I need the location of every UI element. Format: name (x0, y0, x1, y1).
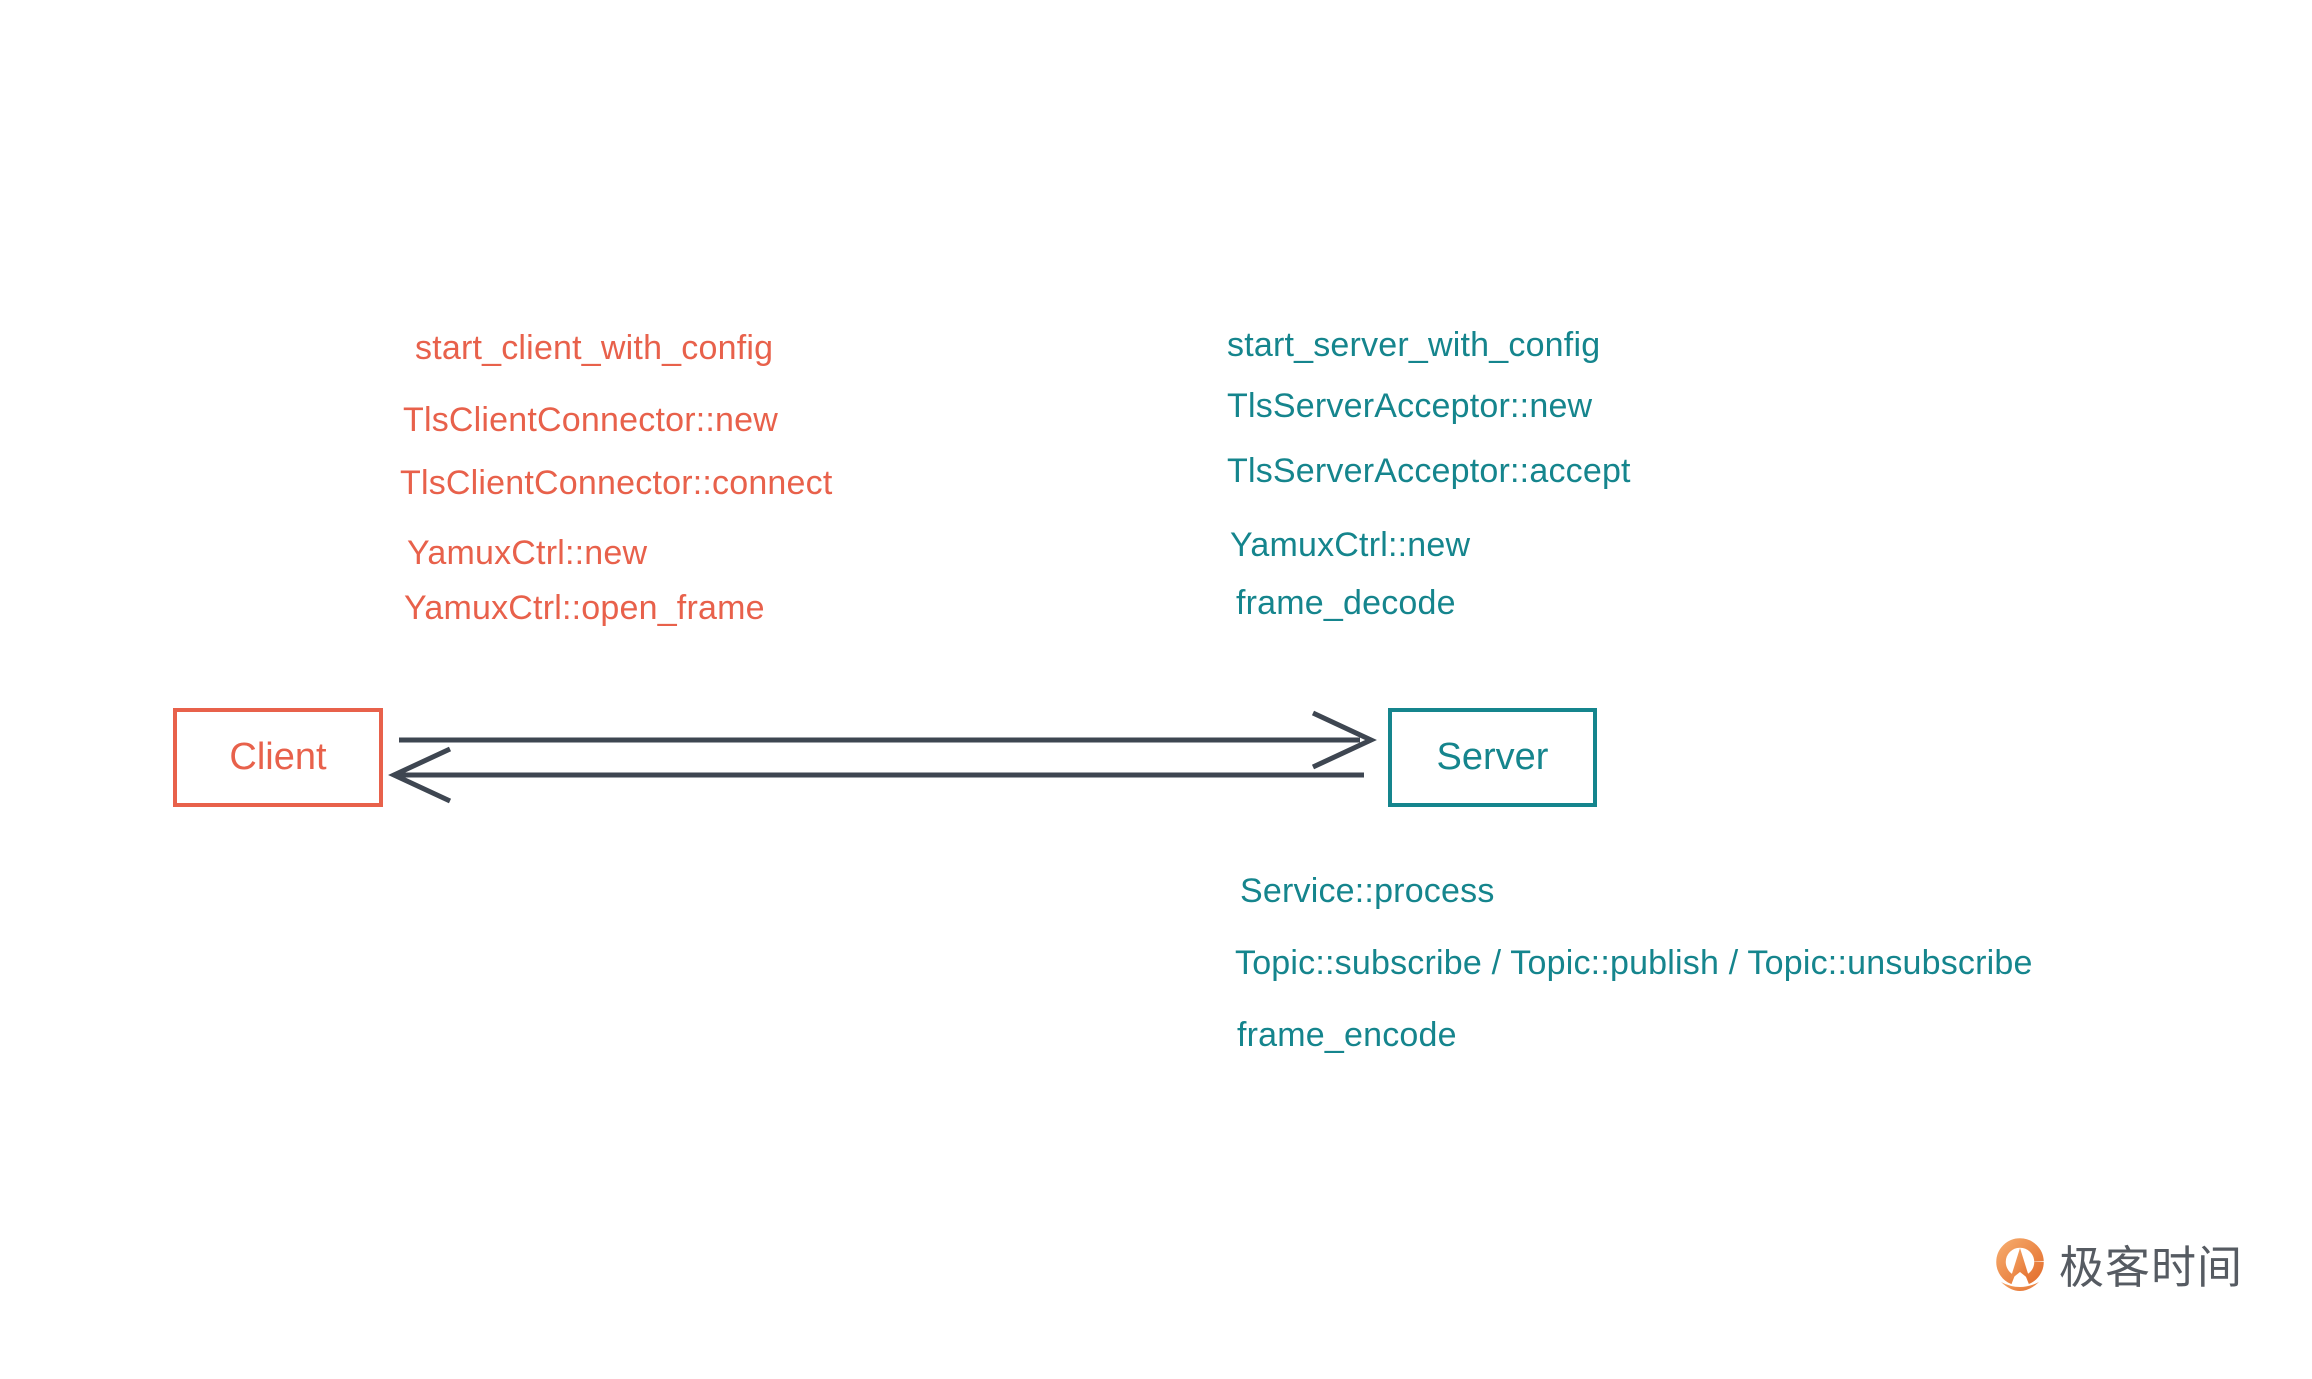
client-box: Client (173, 708, 383, 807)
server-call-label: YamuxCtrl::new (1230, 526, 1471, 564)
server-box-label: Server (1436, 736, 1549, 778)
client-call-label: YamuxCtrl::new (407, 534, 648, 572)
client-call-label: start_client_with_config (415, 329, 774, 367)
client-call-label: TlsClientConnector::connect (400, 464, 833, 502)
client-call-label: TlsClientConnector::new (403, 401, 778, 439)
logo-needle (2010, 1248, 2030, 1280)
geektime-logo-icon (1996, 1238, 2044, 1291)
server-call-label: TlsServerAcceptor::new (1227, 387, 1593, 425)
server-call-label: start_server_with_config (1227, 326, 1601, 364)
arrowhead-left-icon (388, 746, 452, 804)
server-call-label: frame_decode (1236, 584, 1456, 622)
geektime-logo-text: 极客时间 (2059, 1241, 2244, 1293)
client-box-label: Client (229, 736, 327, 778)
logo-ring (1996, 1238, 2044, 1286)
server-call-label: Service::process (1240, 872, 1495, 910)
arrowhead-right-icon (1311, 710, 1377, 770)
geektime-logo: 极客时间 (1994, 1238, 2243, 1296)
server-call-label: Topic::subscribe / Topic::publish / Topi… (1235, 944, 2033, 982)
logo-crescent (2001, 1282, 2039, 1291)
client-call-label: YamuxCtrl::open_frame (404, 589, 765, 627)
server-call-label: frame_encode (1237, 1016, 1457, 1054)
server-box: Server (1388, 708, 1597, 807)
server-call-label: TlsServerAcceptor::accept (1227, 452, 1631, 490)
